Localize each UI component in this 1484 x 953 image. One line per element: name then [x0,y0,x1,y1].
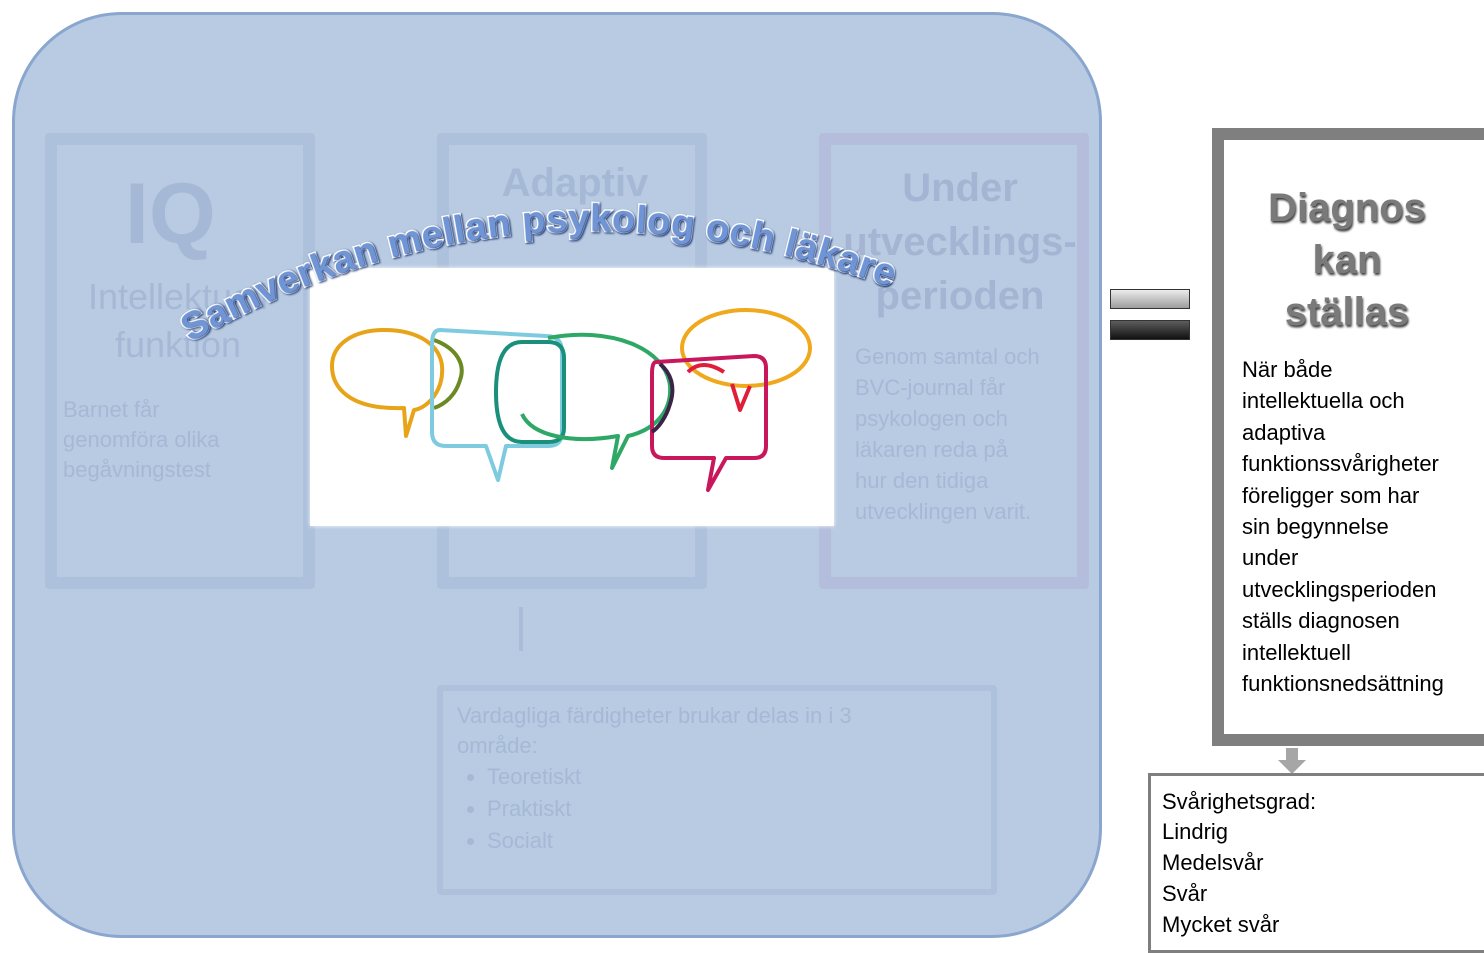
diagnosis-description: När både intellektuella och adaptiva fun… [1242,357,1444,697]
iq-box [45,133,315,589]
list-item: Praktiskt [487,793,581,825]
speech-bubble-red-icon [650,354,768,492]
severity-level-severe: Svår [1162,881,1208,906]
list-item: Teoretiskt [487,761,581,793]
iq-title: IQ [125,166,216,262]
everyday-skills-intro: Vardagliga färdigheter brukar delas in i… [457,703,852,758]
equals-sign-bottom-bar [1110,320,1190,340]
equals-sign-top-bar [1110,289,1190,309]
speech-bubble-teal-icon [494,340,566,444]
speech-bubble-yellow-icon [680,308,812,388]
diagnosis-title: Diagnos kan ställas [1268,186,1426,334]
developmental-period-body: Genom samtal och BVC-journal får psykolo… [855,344,1040,524]
connector-line [519,607,523,651]
severity-heading: Svårighetsgrad: [1162,789,1317,814]
speech-bubble-green-icon [520,332,673,470]
severity-level-mild: Lindrig [1162,819,1229,844]
adaptive-title: Adaptiv [501,161,649,205]
severity-level-moderate: Medelsvår [1162,850,1264,875]
iq-subtitle: Intellektuell funktion [87,276,269,365]
speech-bubble-purple-icon [650,362,675,434]
list-item: Socialt [487,825,581,857]
iq-body: Barnet får genomföra olika begåvningstes… [63,397,220,482]
speech-bubbles-image [310,268,834,526]
severity-box [1148,773,1484,953]
everyday-skills-box [437,685,997,895]
diagnosis-box [1212,128,1484,746]
speech-bubble-orange-icon [330,328,445,438]
developmental-period-title: Under utvecklings- perioden [843,166,1077,318]
speech-bubble-olive-icon [433,338,464,410]
down-arrow-icon [1278,748,1306,774]
everyday-skills-list: Teoretiskt Praktiskt Socialt [457,761,581,857]
severity-level-very-severe: Mycket svår [1162,912,1280,937]
